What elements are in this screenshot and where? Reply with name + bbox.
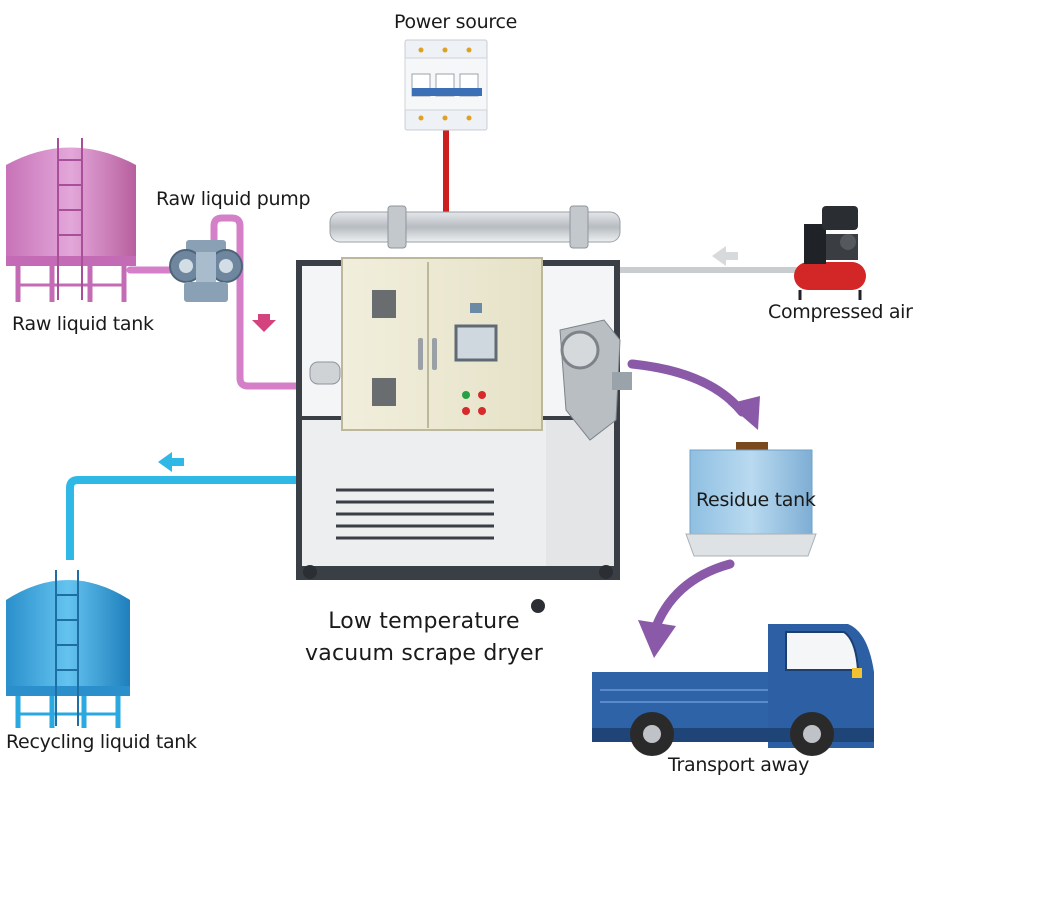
raw-liquid-pump-label: Raw liquid pump — [156, 188, 311, 210]
recycling-liquid-tank-label: Recycling liquid tank — [6, 731, 197, 753]
truck-icon — [592, 624, 874, 756]
residue-flow-arrow-icon — [627, 359, 747, 417]
circuit-breaker-icon — [404, 39, 488, 131]
dryer-label: Low temperature vacuum scrape dryer — [298, 606, 550, 670]
dryer-label-line2: vacuum scrape dryer — [305, 641, 543, 666]
recycle-flow-arrow-icon — [158, 452, 184, 472]
recycling-liquid-tank-icon — [6, 570, 130, 728]
residue-flow-arrow-head — [728, 396, 760, 430]
raw-liquid-tank-icon — [6, 138, 136, 302]
recycling-liquid-pipe — [66, 476, 300, 560]
compressed-air-label: Compressed air — [768, 301, 913, 323]
residue-tank-icon — [685, 442, 817, 557]
transport-flow-arrow-head — [638, 620, 676, 658]
diaphragm-pump-icon — [169, 240, 243, 302]
raw-liquid-tank-label: Raw liquid tank — [12, 313, 154, 335]
vacuum-scrape-dryer-icon — [296, 205, 632, 613]
transport-away-label: Transport away — [668, 754, 810, 776]
air-flow-arrow-icon — [712, 246, 738, 266]
raw-flow-arrow-icon — [252, 314, 276, 332]
residue-tank-label: Residue tank — [696, 489, 816, 511]
air-compressor-icon — [794, 206, 866, 300]
dryer-label-line1: Low temperature — [328, 609, 520, 634]
transport-flow-arrow-icon — [649, 559, 735, 637]
power-source-label: Power source — [394, 11, 517, 33]
